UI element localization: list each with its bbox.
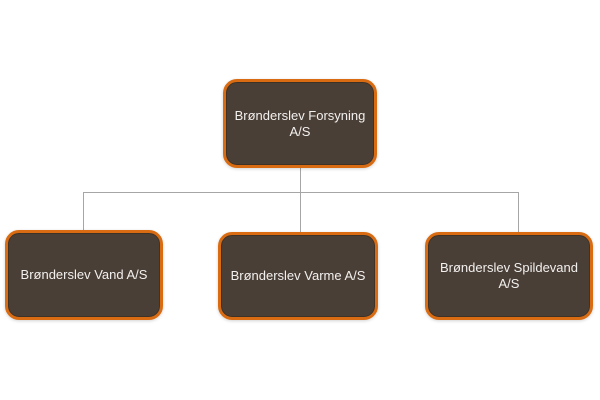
connector-horizontal-rail — [83, 192, 519, 193]
connector-root-stem — [300, 168, 301, 232]
org-node-varme-label: Brønderslev Varme A/S — [230, 268, 366, 284]
org-node-spildevand: Brønderslev Spildevand A/S — [425, 232, 593, 320]
connector-left-drop — [83, 192, 84, 230]
org-node-varme: Brønderslev Varme A/S — [218, 232, 378, 320]
connector-right-drop — [518, 192, 519, 232]
org-node-forsyning: Brønderslev Forsyning A/S — [223, 79, 377, 168]
org-node-vand-label: Brønderslev Vand A/S — [20, 267, 148, 283]
org-node-spildevand-label: Brønderslev Spildevand A/S — [439, 260, 579, 291]
org-node-vand: Brønderslev Vand A/S — [5, 230, 163, 320]
org-node-forsyning-label: Brønderslev Forsyning A/S — [234, 107, 366, 139]
